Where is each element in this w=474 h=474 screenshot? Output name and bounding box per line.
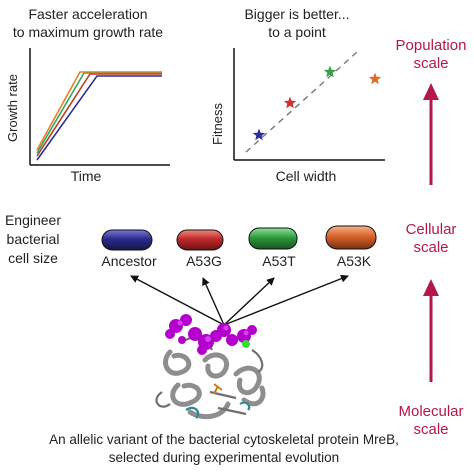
star-a53k: [368, 72, 382, 85]
growth-title-line2: to maximum growth rate: [13, 24, 163, 40]
growth-curve-ancestor: [36, 75, 162, 161]
fitness-points: [252, 65, 382, 141]
fitness-trend-line: [245, 51, 358, 153]
caption-line2: selected during experimental evolution: [109, 450, 339, 465]
growth-curve-a53k: [36, 71, 162, 151]
mreb-protein-structure: [155, 314, 266, 420]
strain-label-a53k: A53K: [337, 253, 372, 269]
star-ancestor: [252, 128, 266, 141]
fitness-panel: Bigger is better... to a point Fitness C…: [210, 6, 385, 184]
star-a53g: [283, 96, 297, 109]
fitness-y-label: Fitness: [210, 103, 225, 145]
strain-label-ancestor: Ancestor: [101, 253, 157, 269]
arrow-up-molecular-to-cellular: [423, 279, 439, 382]
molecular-scale-line2: scale: [413, 421, 448, 438]
cell-ancestor: [101, 229, 153, 251]
engineer-label-line1: Engineer: [5, 212, 61, 228]
arrow-to-a53k: [223, 274, 349, 326]
strain-cells: Ancestor A53G A53T A53K: [101, 225, 377, 269]
growth-panel: Faster acceleration to maximum growth ra…: [5, 6, 170, 184]
arrow-up-cellular-to-population: [423, 83, 439, 185]
arrow-to-a53t: [223, 277, 275, 326]
cellular-scale-line1: Cellular: [406, 221, 457, 238]
fitness-title-line2: to a point: [268, 24, 326, 40]
strain-label-a53g: A53G: [186, 253, 222, 269]
cell-a53t: [248, 227, 298, 250]
caption-line1: An allelic variant of the bacterial cyto…: [49, 432, 399, 447]
growth-curve-a53t: [36, 72, 162, 154]
population-scale-line2: scale: [413, 55, 448, 72]
arrow-to-ancestor: [130, 275, 225, 326]
cell-a53g: [176, 229, 224, 251]
cellular-scale-line2: scale: [413, 239, 448, 256]
molecular-scale-line1: Molecular: [398, 403, 463, 420]
engineer-label: Engineer bacterial cell size: [5, 212, 61, 266]
growth-title-line1: Faster acceleration: [28, 6, 147, 22]
engineer-label-line2: bacterial: [7, 231, 60, 247]
protein-to-cell-arrows: [130, 274, 349, 326]
growth-curve-a53g: [36, 73, 162, 157]
cell-a53k: [325, 225, 377, 250]
arrow-to-a53g: [202, 277, 225, 326]
engineer-label-line3: cell size: [8, 250, 58, 266]
population-scale-line1: Population: [396, 37, 467, 54]
scale-column: Population scale Cellular scale Molecula…: [396, 37, 467, 438]
highlighted-residue: [242, 340, 250, 348]
strain-label-a53t: A53T: [262, 253, 296, 269]
growth-y-label: Growth rate: [5, 74, 20, 142]
growth-x-label: Time: [71, 168, 102, 184]
fitness-x-label: Cell width: [276, 168, 337, 184]
fitness-title-line1: Bigger is better...: [244, 6, 349, 22]
star-a53t: [323, 65, 337, 78]
